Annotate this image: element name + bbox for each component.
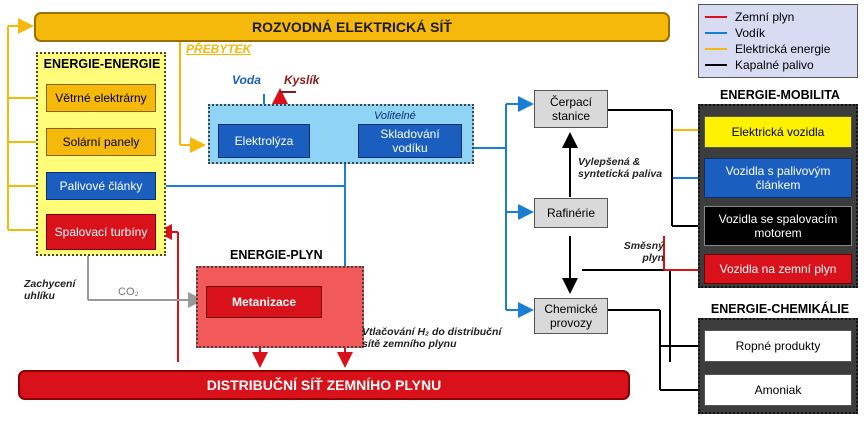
- legend-swatch-hydrogen: [705, 32, 727, 34]
- gas-vehicles-box: Vozidla na zemní plyn: [704, 254, 852, 284]
- refinery-box: Rafinérie: [534, 198, 608, 228]
- electrolyzer-label: Elektrolýza: [234, 134, 294, 148]
- filling-station-box: Čerpací stanice: [534, 90, 608, 128]
- power-to-power-title: ENERGIE-ENERGIE: [43, 57, 161, 71]
- electric-grid-bar: ROZVODNÁ ELEKTRICKÁ SÍŤ: [34, 12, 670, 42]
- electric-grid-label: ROZVODNÁ ELEKTRICKÁ SÍŤ: [252, 19, 452, 35]
- combustion-vehicles-label: Vozidla se spalovacím motorem: [718, 212, 838, 240]
- wind-turbines-label: Větrné elektrárny: [55, 91, 147, 105]
- legend-item: Zemní plyn: [705, 9, 851, 25]
- mixed-gas-label: Směsný plyn: [623, 240, 664, 264]
- injection-label: Vtlačování H₂ do distribuční sítě zemníh…: [362, 326, 502, 350]
- power-to-chemicals-title: ENERGIE-CHEMIKÁLIE: [710, 302, 850, 316]
- refinery-label: Rafinérie: [546, 206, 596, 220]
- methanation-box: Metanizace: [206, 286, 322, 318]
- methanation-label: Metanizace: [231, 295, 297, 309]
- filling-station-label: Čerpací stanice: [549, 95, 593, 123]
- hydrogen-storage-label: Skladování vodíku: [380, 127, 440, 155]
- chemical-plants-label: Chemické provozy: [544, 302, 598, 330]
- legend-item: Kapalné palivo: [705, 57, 851, 73]
- hydrogen-storage-box: Skladování vodíku: [358, 124, 462, 158]
- gas-grid-label: DISTRIBUČNÍ SÍŤ ZEMNÍHO PLYNU: [206, 377, 442, 393]
- oil-products-label: Ropné produkty: [735, 339, 821, 353]
- legend-label: Vodík: [735, 26, 766, 40]
- liquid-fuel-lines: [562, 109, 704, 391]
- power-to-gas-title: ENERGIE-PLYN: [230, 248, 323, 262]
- co2-line: [87, 250, 204, 308]
- water-label: Voda: [232, 73, 261, 87]
- gas-grid-bar: DISTRIBUČNÍ SÍŤ ZEMNÍHO PLYNU: [18, 370, 630, 400]
- improved-fuels-label: Vylepšená & syntetická paliva: [578, 156, 663, 180]
- wind-turbines-box: Větrné elektrárny: [46, 84, 156, 112]
- gas-turbines-box: Spalovací turbíny: [46, 214, 156, 250]
- carbon-capture-label: Zachycení uhlíku: [24, 278, 76, 302]
- legend-label: Zemní plyn: [735, 10, 795, 24]
- oil-products-box: Ropné produkty: [704, 330, 852, 362]
- fuel-cells-box: Palivové články: [46, 172, 156, 200]
- surplus-label: PŘEBYTEK: [186, 42, 252, 56]
- co2-label: CO₂: [118, 286, 139, 298]
- chemical-plants-box: Chemické provozy: [534, 298, 608, 334]
- legend: Zemní plyn Vodík Elektrická energie Kapa…: [698, 4, 858, 78]
- electric-vehicles-box: Elektrická vozidla: [704, 116, 852, 148]
- solar-panels-box: Solární panely: [46, 128, 156, 156]
- ammonia-box: Amoniak: [704, 374, 852, 406]
- legend-swatch-gas: [705, 16, 727, 18]
- oxygen-label: Kyslík: [284, 73, 320, 87]
- legend-item: Elektrická energie: [705, 41, 851, 57]
- optional-label: Volitelné: [374, 110, 416, 122]
- legend-label: Kapalné palivo: [735, 58, 814, 72]
- legend-swatch-liquid-fuel: [705, 64, 727, 66]
- ammonia-label: Amoniak: [754, 383, 802, 397]
- power-to-mobility-title: ENERGIE-MOBILITA: [720, 88, 840, 102]
- fuel-cell-vehicles-label: Vozidla s palivovým článkem: [725, 164, 831, 192]
- gas-vehicles-label: Vozidla na zemní plyn: [719, 262, 837, 276]
- electrolyzer-box: Elektrolýza: [218, 124, 310, 158]
- electricity-lines: [7, 18, 704, 231]
- combustion-vehicles-box: Vozidla se spalovacím motorem: [704, 206, 852, 246]
- electric-vehicles-label: Elektrická vozidla: [731, 125, 825, 139]
- solar-panels-label: Solární panely: [62, 135, 140, 149]
- legend-item: Vodík: [705, 25, 851, 41]
- legend-swatch-electricity: [705, 48, 727, 50]
- gas-turbines-label: Spalovací turbíny: [54, 225, 148, 239]
- fuel-cells-label: Palivové články: [59, 179, 143, 193]
- legend-label: Elektrická energie: [735, 42, 831, 56]
- fuel-cell-vehicles-box: Vozidla s palivovým článkem: [704, 158, 852, 198]
